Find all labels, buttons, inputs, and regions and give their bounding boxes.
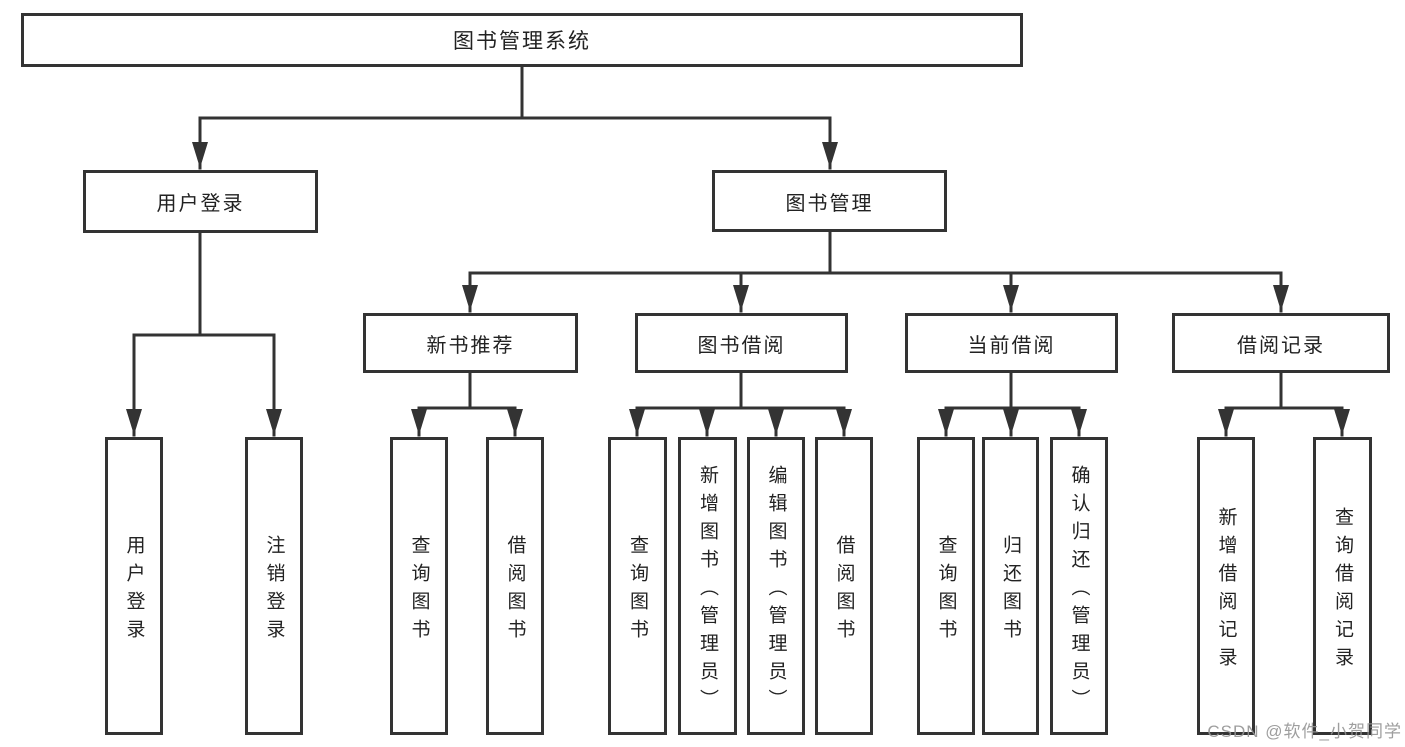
leaf-borrow-books-recommend: 借阅图书	[486, 437, 544, 735]
leaf-borrow-books: 借阅图书	[815, 437, 873, 735]
node-book-borrowing: 图书借阅	[635, 313, 848, 373]
node-label: 新增图书（管理员）	[697, 464, 718, 717]
leaf-logout-login: 注销登录	[245, 437, 303, 735]
node-label: 查询图书	[935, 534, 957, 647]
node-label: 查询图书	[408, 534, 430, 647]
node-current-borrowing: 当前借阅	[905, 313, 1118, 373]
leaf-user-login: 用户登录	[105, 437, 163, 735]
node-library-management-system: 图书管理系统	[21, 13, 1023, 67]
node-label: 借阅图书	[504, 534, 526, 647]
node-label: 图书管理	[785, 192, 874, 215]
csdn-watermark: CSDN @软件_小贺同学	[1207, 722, 1402, 741]
node-label: 用户登录	[123, 534, 145, 647]
node-new-book-recommend: 新书推荐	[363, 313, 578, 373]
node-label: 图书管理系统	[453, 30, 591, 53]
node-label: 查询图书	[627, 534, 648, 647]
leaf-add-borrow-record: 新增借阅记录	[1197, 437, 1255, 735]
node-label: 查询借阅记录	[1332, 506, 1353, 675]
leaf-add-books-admin: 新增图书（管理员）	[678, 437, 737, 735]
node-book-management: 图书管理	[712, 170, 947, 232]
leaf-confirm-return-admin: 确认归还（管理员）	[1050, 437, 1108, 735]
node-label: 图书借阅	[697, 334, 786, 357]
node-borrowing-records: 借阅记录	[1172, 313, 1390, 373]
node-label: 当前借阅	[967, 334, 1056, 357]
node-label: 借阅记录	[1237, 334, 1325, 357]
leaf-query-books-borrowing: 查询图书	[608, 437, 667, 735]
leaf-query-books-current: 查询图书	[917, 437, 975, 735]
node-user-login: 用户登录	[83, 170, 318, 233]
node-label: 借阅图书	[833, 534, 855, 647]
node-label: 用户登录	[156, 193, 245, 215]
node-label: 新增借阅记录	[1215, 506, 1237, 675]
leaf-edit-books-admin: 编辑图书（管理员）	[747, 437, 805, 735]
node-label: 归还图书	[1000, 534, 1021, 647]
node-label: 注销登录	[263, 534, 285, 647]
node-label: 新书推荐	[426, 334, 515, 357]
leaf-query-books-recommend: 查询图书	[390, 437, 448, 735]
leaf-return-books: 归还图书	[982, 437, 1039, 735]
node-label: 确认归还（管理员）	[1068, 464, 1090, 717]
leaf-query-borrow-record: 查询借阅记录	[1313, 437, 1372, 735]
node-label: 编辑图书（管理员）	[765, 464, 787, 717]
